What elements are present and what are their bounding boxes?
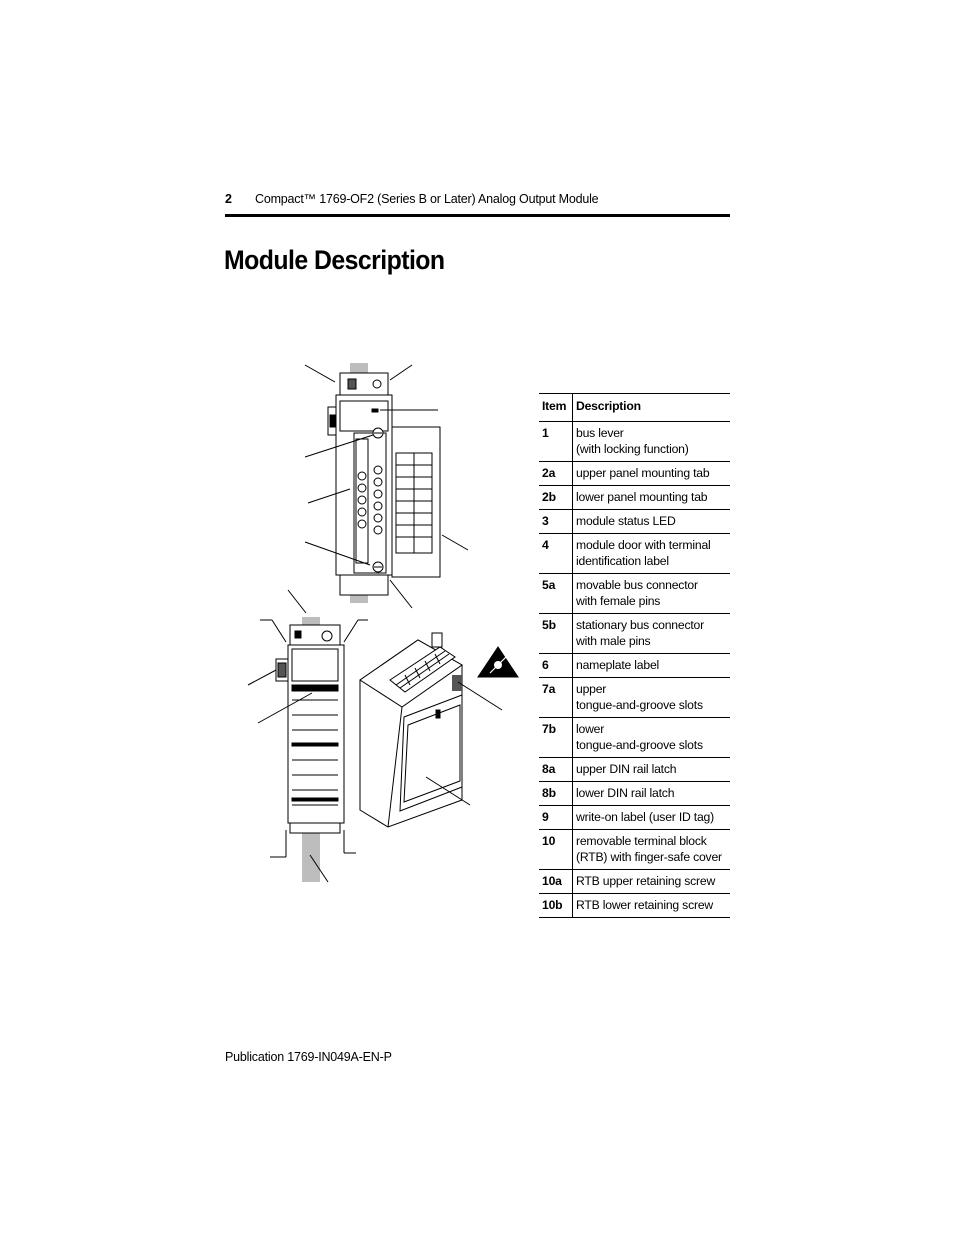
item-cell: 5b [539, 613, 573, 654]
header-rule [225, 214, 730, 217]
running-header: 2 Compact™ 1769-OF2 (Series B or Later) A… [225, 192, 730, 206]
description-cell: nameplate label [576, 658, 660, 672]
item-cell: 3 [539, 509, 573, 534]
item-cell: 8b [539, 781, 573, 806]
description-cell: lower panel mounting tab [576, 490, 708, 504]
item-cell: 4 [539, 533, 573, 574]
column-header-item: Item [539, 393, 573, 422]
publication-footer: Publication 1769-IN049A-EN-P [225, 1050, 392, 1064]
item-cell: 7a [539, 677, 573, 718]
description-cell: lower DIN rail latch [576, 786, 675, 800]
module-front-view-door-closed [247, 589, 368, 883]
description-cell: bus lever (with locking function) [576, 426, 689, 456]
description-cell: RTB lower retaining screw [576, 898, 714, 912]
module-illustration [240, 355, 540, 900]
item-cell: 5a [539, 573, 573, 614]
page-title: Module Description [224, 245, 445, 275]
item-cell: 8a [539, 757, 573, 782]
description-cell: upper tongue-and-groove slots [576, 682, 703, 712]
description-cell: upper panel mounting tab [576, 466, 710, 480]
description-cell: stationary bus connector with male pins [576, 618, 704, 648]
item-cell: 7b [539, 717, 573, 758]
description-cell: removable terminal block (RTB) with fing… [576, 834, 722, 864]
module-isometric-view [359, 632, 519, 828]
description-cell: upper DIN rail latch [576, 762, 677, 776]
item-cell: 6 [539, 653, 573, 678]
column-header-description: Description [576, 399, 641, 413]
description-cell: lower tongue-and-groove slots [576, 722, 703, 752]
item-cell: 1 [539, 421, 573, 462]
item-cell: 10 [539, 829, 573, 870]
description-cell: module door with terminal identification… [576, 538, 711, 568]
description-cell: module status LED [576, 514, 676, 528]
item-cell: 2a [539, 461, 573, 486]
esd-warning-icon [477, 646, 519, 678]
module-front-view-door-open [304, 363, 469, 609]
item-cell: 9 [539, 805, 573, 830]
module-drawing [247, 363, 519, 883]
table-header-row: Item Description [539, 393, 730, 422]
description-cell: movable bus connector with female pins [576, 578, 698, 608]
description-cell: write-on label (user ID tag) [576, 810, 714, 824]
item-cell: 10b [539, 893, 573, 918]
item-cell: 2b [539, 485, 573, 510]
running-title: Compact™ 1769-OF2 (Series B or Later) An… [255, 192, 599, 206]
description-cell: RTB upper retaining screw [576, 874, 716, 888]
page-number: 2 [225, 192, 232, 206]
item-cell: 10a [539, 869, 573, 894]
